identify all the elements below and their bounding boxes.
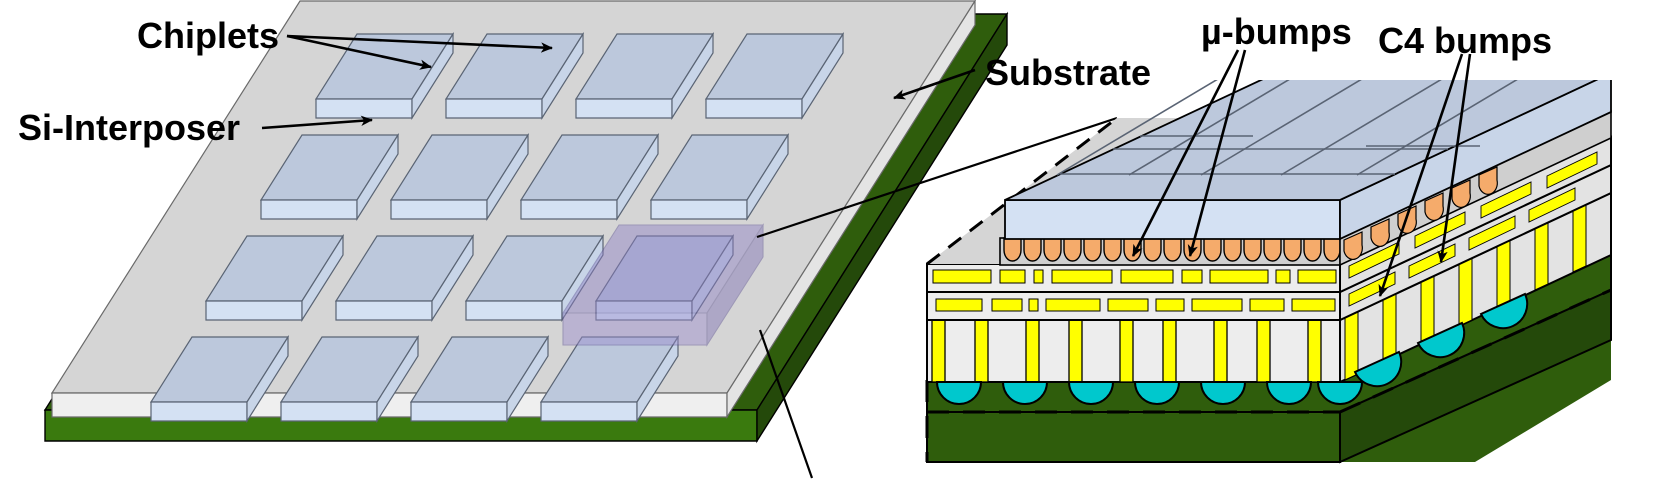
tsv-layer (926, 191, 1612, 384)
chiplet (539, 334, 680, 424)
chiplet (409, 334, 550, 424)
label-u-bumps: µ-bumps (1201, 11, 1352, 52)
chiplet-highlighted (594, 233, 735, 323)
label-substrate: Substrate (985, 52, 1151, 93)
u-bumps (1003, 237, 1341, 262)
chiplet (389, 132, 530, 222)
metal-layer-2 (926, 163, 1612, 322)
chiplet (704, 31, 845, 121)
chiplet (649, 132, 790, 222)
leader-lines (261, 34, 1472, 297)
chiplet (259, 132, 400, 222)
highlight-selection-box (561, 223, 765, 347)
callout-lines (756, 116, 1118, 479)
chiplets-leader-b (286, 34, 553, 53)
label-c4-bumps: C4 bumps (1378, 20, 1552, 61)
ubumps-leader-a (1131, 49, 1240, 257)
c4-leader-b (1437, 53, 1472, 263)
chiplet (279, 334, 420, 424)
c4-bump-row (935, 292, 1529, 405)
substrate-leader (893, 68, 976, 100)
chiplets-leader-a (286, 34, 432, 70)
chiplet (334, 233, 475, 323)
c4-leader-a (1378, 53, 1464, 297)
chiplet (204, 233, 345, 323)
chiplet (519, 132, 660, 222)
si-interposer-leader (261, 115, 373, 130)
metal-layer-1 (926, 135, 1612, 294)
tsv-vias (931, 319, 1322, 383)
label-si-interposer: Si-Interposer (18, 107, 240, 148)
detail-chiplet-block (1004, 80, 1612, 241)
label-chiplets: Chiplets (137, 15, 279, 56)
chiplet (574, 31, 715, 121)
right-cutaway-detail (925, 80, 1612, 464)
ubumps-leader-b (1187, 49, 1247, 257)
chiplet (464, 233, 605, 323)
ubump-row (999, 109, 1612, 267)
chiplet (149, 334, 290, 424)
left-isometric-package (43, 0, 1009, 444)
